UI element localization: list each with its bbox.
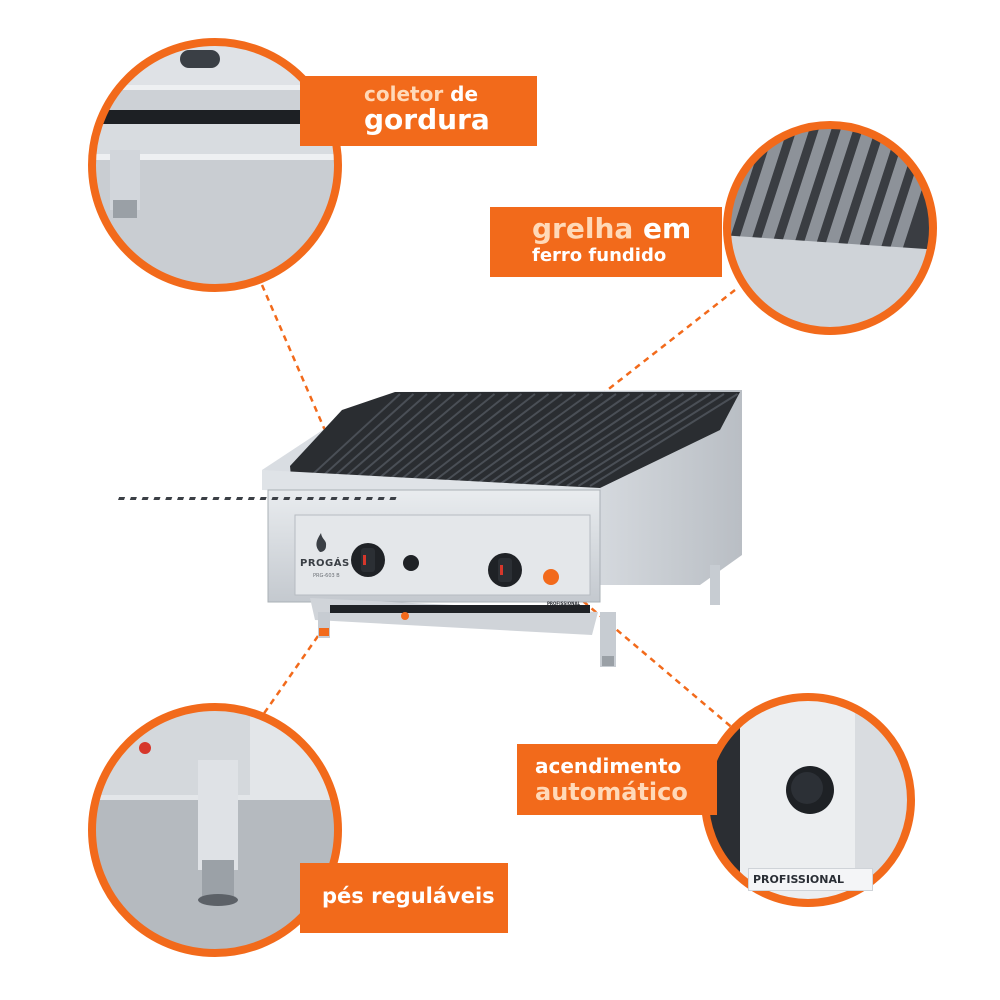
callout-coletor-line2: gordura [364,103,490,136]
ignition-button-icon [543,569,559,585]
grate-bar [403,393,523,487]
vent-slot [377,497,385,500]
vent-slot [177,497,185,500]
adjustable-foot-icon [318,565,720,667]
callout-grelha-word2: em [643,212,692,245]
charbroiler [118,390,742,667]
callout-grelha-word1: grelha [532,212,634,245]
grate-bar [368,393,482,487]
grate-bar [519,393,658,487]
vent-slot [295,497,303,500]
vent-slot [188,497,196,500]
grate-bar [415,393,536,487]
vent-slot [318,497,326,500]
zoom-coletor [88,38,342,292]
grate-bar [508,393,644,487]
callout-pes-line1: pés reguláveis [322,884,495,908]
vent-slot [342,497,350,500]
grate-bar [554,393,698,487]
leader-pes [256,635,320,723]
vent-slot [153,497,161,500]
vent-slot [141,497,149,500]
vent-slot [247,497,255,500]
control-knob-icon [351,543,385,577]
callout-acendimento-line1: acendimento [535,754,682,778]
zoom-grate-bar [757,125,813,257]
vent-slot [283,497,291,500]
vent-slot [330,497,338,500]
zoom-grate-bar [845,125,901,257]
control-knob-icon [488,553,522,587]
grate-bar [426,393,550,487]
zoom-grate-bar [823,125,879,257]
callout-grelha-line2: ferro fundido [532,245,667,266]
grate-bar [310,393,415,487]
zoom-grelha [723,121,937,335]
brand-name: PROGÁS [300,558,350,569]
grate-bar [299,393,401,487]
vent-slot [365,497,373,500]
flame-logo-icon [316,533,327,552]
vent-slot [118,497,126,500]
grate-bar [334,393,442,487]
vent-slot [129,497,137,500]
vent-slot [306,497,314,500]
grate-bar [392,393,509,487]
vent-slot [236,497,244,500]
profissional-badge-zoom: PROFISSIONAL [748,868,874,891]
vent-slot [354,497,362,500]
vent-slot [165,497,173,500]
vent-slot [224,497,232,500]
callout-acendimento-line2: automático [535,778,688,806]
callout-coletor-word1: coletor [364,82,444,106]
zoom-grate-bar [735,125,791,257]
grate-bar [357,393,469,487]
grate-bar [485,393,617,487]
grate-bar [345,393,455,487]
zoom-pes [88,703,342,957]
grate-bar [589,393,739,487]
grate-bar [496,393,631,487]
callout-coletor: coletor de gordura [300,76,537,146]
grate-bar [531,393,671,487]
grate-bar [438,393,563,487]
vent-slot [259,497,267,500]
grate-bar [461,393,590,487]
zoom-grate-bar [801,125,857,257]
zoom-grate-bar [779,125,835,257]
vent-slot [212,497,220,500]
grate-bar [566,393,712,487]
callout-grelha: grelha em ferro fundido [490,207,722,277]
vent-slot [271,497,279,500]
callout-pes: pés reguláveis [300,863,508,933]
grate-bar [543,393,685,487]
callout-acendimento: acendimento automático [517,744,717,815]
vent-slot [389,497,397,500]
grate-bar [473,393,604,487]
ignition-button-icon [403,555,419,571]
vent-slot [200,497,208,500]
profissional-badge: PROFISSIONAL [547,601,581,606]
grate-bar [380,393,496,487]
grate-bar [450,393,577,487]
model-name: PRG-603 B [313,573,340,579]
grate-bar [322,393,428,487]
grate-bar [577,393,725,487]
callout-coletor-word2: de [450,82,479,106]
